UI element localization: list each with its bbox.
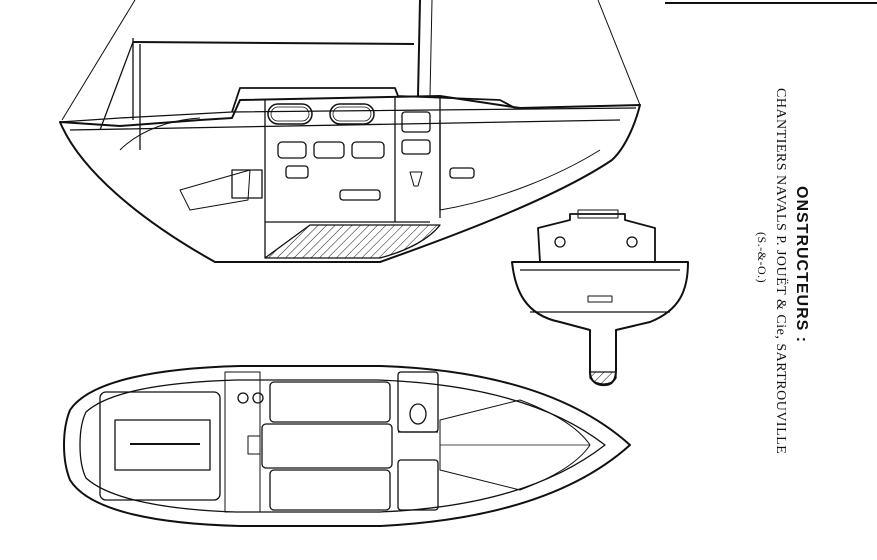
- builders-heading: ONSTRUCTEURS :: [793, 186, 810, 344]
- ballast-keel-hatched: [265, 225, 440, 258]
- cross-section: [512, 210, 688, 385]
- toilet-shape: [410, 404, 426, 424]
- mast-line-2: [430, 0, 432, 96]
- deck-plan-view: [64, 366, 630, 526]
- hull-section-outline: [512, 262, 688, 385]
- section-porthole-left: [555, 237, 565, 247]
- hull-profile-outline: [60, 96, 640, 262]
- cabin-top: [232, 88, 515, 112]
- mast-line: [418, 0, 420, 96]
- porthole-fwd: [330, 104, 374, 124]
- side-profile-section: [60, 0, 640, 262]
- hull-plan-outline: [64, 366, 630, 526]
- section-keel-bulb: [590, 372, 616, 384]
- section-porthole-right: [627, 237, 637, 247]
- backstay-line: [62, 0, 135, 120]
- builder-region: (S.-&-O.): [755, 232, 769, 284]
- boom-line: [133, 42, 414, 44]
- forestay-line: [598, 0, 640, 105]
- cockpit-area: [100, 392, 220, 500]
- porthole-aft: [268, 104, 312, 124]
- builder-name: CHANTIERS NAVALS P. JOUËT & Cie, SARTROU…: [773, 88, 788, 455]
